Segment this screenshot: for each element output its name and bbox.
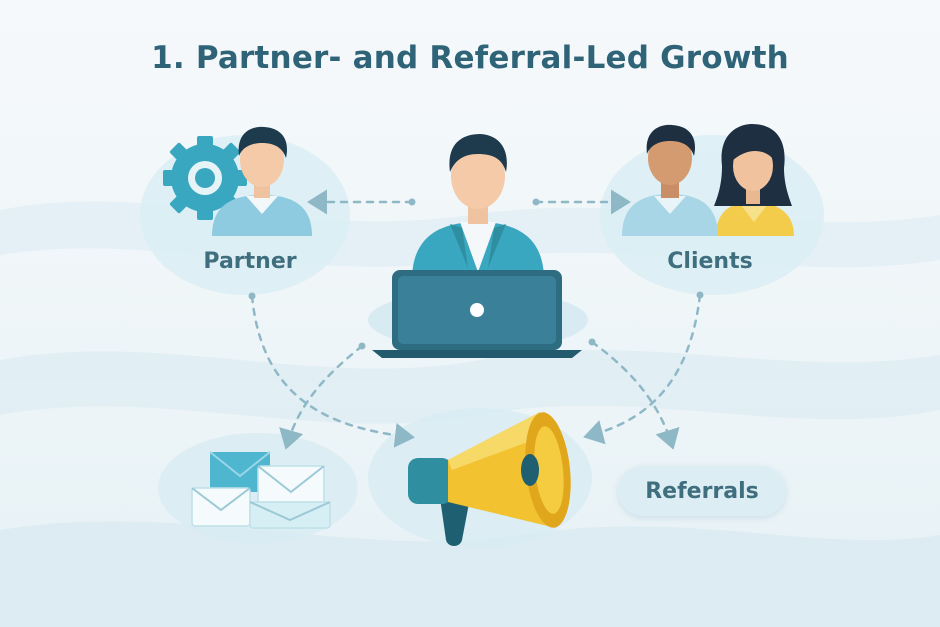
connector-dots (248, 198, 704, 350)
clients-label: Clients (667, 248, 753, 274)
client-man-icon (622, 124, 718, 236)
partner-person-icon (212, 126, 312, 236)
megaphone-icon (408, 412, 571, 546)
arrow-center-to-email (279, 344, 364, 450)
arrow-partner-to-megaphone (250, 294, 415, 448)
center-person-icon (412, 134, 544, 280)
referrals-label: Referrals (618, 466, 786, 516)
arrow-clients-to-megaphone (583, 293, 702, 445)
clients-node (622, 124, 794, 236)
diagram-title: 1. Partner- and Referral-Led Growth (151, 40, 789, 76)
laptop-icon (372, 270, 582, 358)
partner-node (163, 126, 312, 236)
client-woman-icon (714, 124, 794, 236)
envelope-icon-1 (209, 451, 271, 492)
email-envelopes-icon (191, 451, 331, 529)
arrow-center-to-referrals (590, 340, 680, 450)
connector-arrows (250, 189, 702, 450)
partner-label: Partner (203, 248, 297, 274)
envelope-icon-4 (249, 501, 331, 529)
envelope-icon-3 (191, 487, 251, 527)
